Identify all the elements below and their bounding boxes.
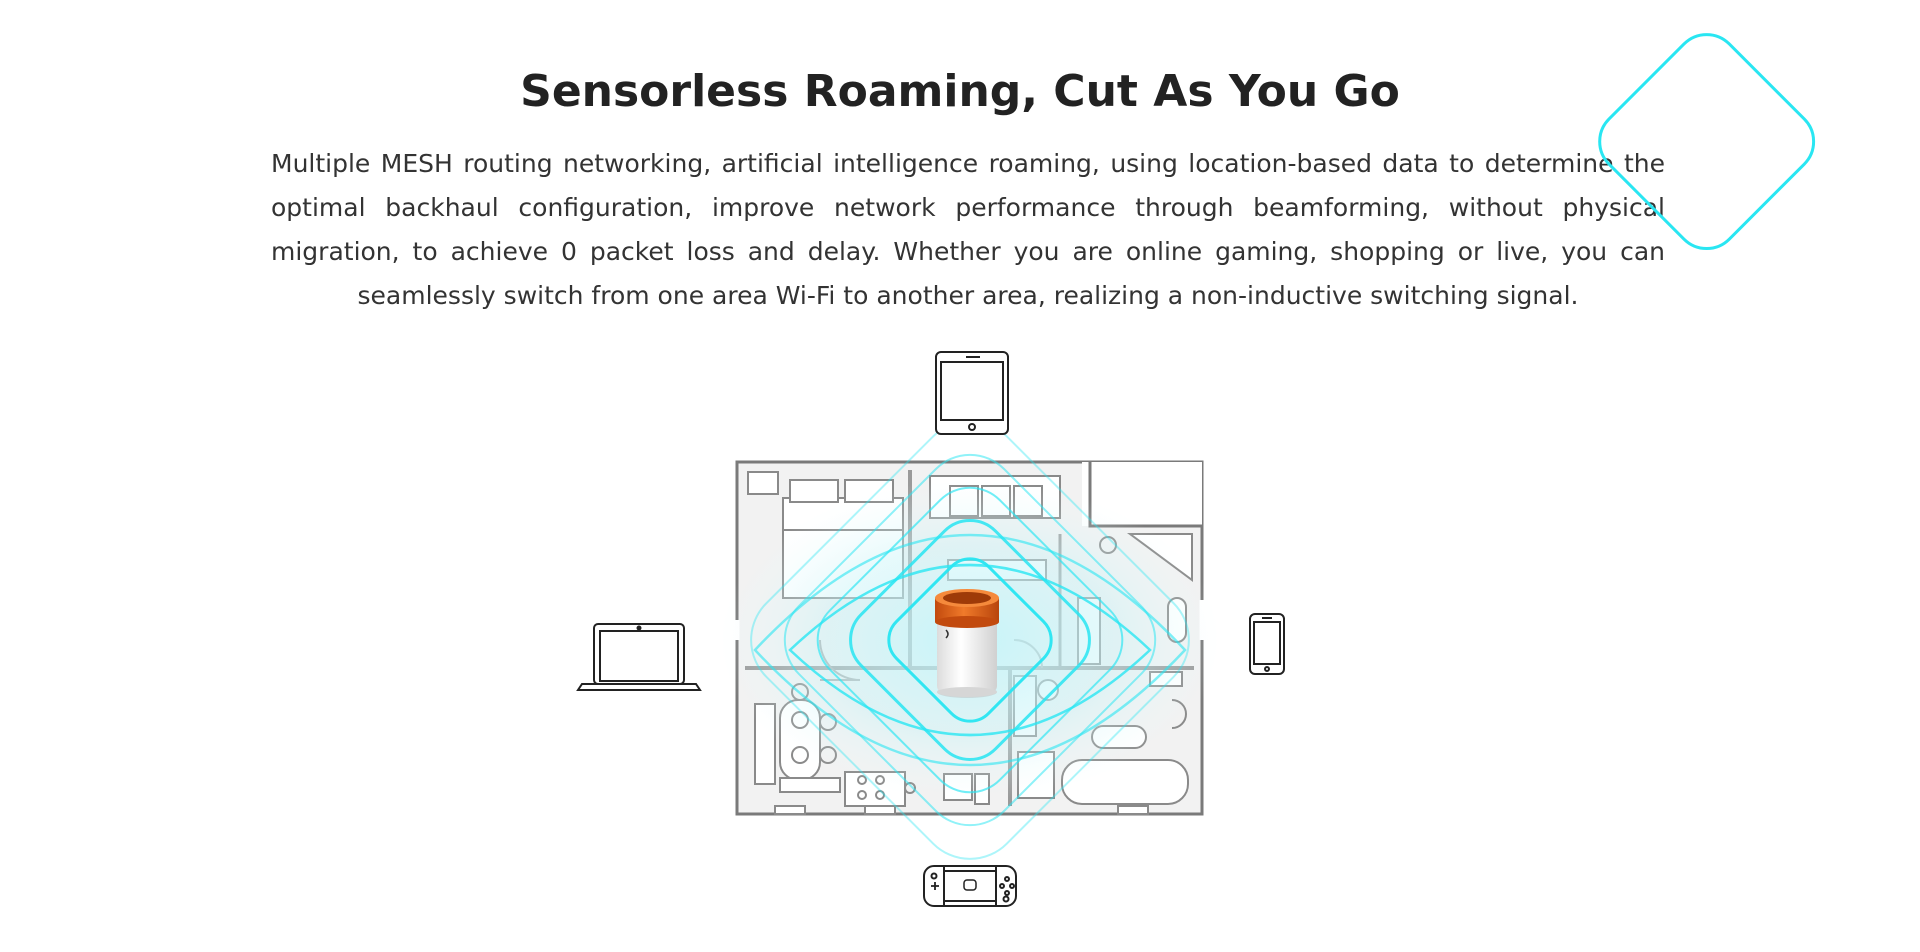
- game-console-icon: [923, 865, 1017, 907]
- laptop-icon: [576, 623, 702, 691]
- section-description: Multiple MESH routing networking, artifi…: [271, 149, 1665, 310]
- section-title: Sensorless Roaming, Cut As You Go: [520, 66, 1400, 117]
- mesh-router: [935, 589, 999, 698]
- wifi-signal-coverage: [720, 33, 1816, 860]
- smartphone-icon: [1249, 613, 1285, 675]
- tablet-icon: [935, 351, 1009, 435]
